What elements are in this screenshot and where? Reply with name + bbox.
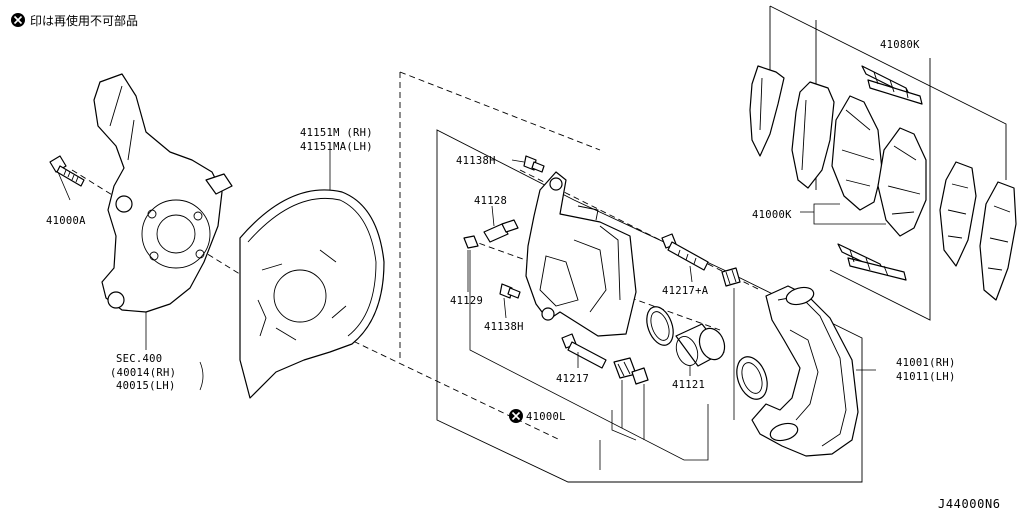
inner-shim-left xyxy=(791,81,835,189)
label-sec400-line1: SEC.400 xyxy=(116,353,162,365)
label-41129: 41129 xyxy=(450,295,483,307)
pad-clip-top xyxy=(861,65,923,105)
piston-seal xyxy=(646,306,674,346)
caliper-bracket xyxy=(751,285,876,457)
label-41080k: 41080K xyxy=(880,39,920,51)
cap-41129 xyxy=(463,235,479,292)
label-41000a: 41000A xyxy=(46,215,86,227)
bolt-41000a xyxy=(49,155,85,201)
steering-knuckle xyxy=(93,73,233,350)
bleeder-41128 xyxy=(483,205,519,243)
label-41217a: 41217+A xyxy=(662,285,709,297)
seal-kit-41000l xyxy=(469,250,709,470)
label-41000k: 41000K xyxy=(752,209,792,221)
piston-boot xyxy=(736,356,768,400)
dust-shield xyxy=(239,150,385,399)
outer-shim-left xyxy=(749,65,785,157)
bleeder-41138h-top xyxy=(511,155,545,173)
pad-clip-bottom xyxy=(837,243,907,281)
inner-shim-right xyxy=(979,181,1017,301)
label-41138h-bottom: 41138H xyxy=(484,321,524,333)
outer-shim-right xyxy=(939,161,977,267)
slide-pin-41217 xyxy=(561,333,607,369)
label-sec400-line3: 40015(LH) xyxy=(116,380,176,392)
caliper-body xyxy=(525,171,637,337)
slide-pin-41217a xyxy=(661,233,709,283)
label-41128: 41128 xyxy=(474,195,507,207)
pin-boot-41217a xyxy=(721,267,741,420)
legend-text: 印は再使用不可部品 xyxy=(30,13,138,28)
label-41000l: 41000L xyxy=(526,411,566,423)
label-41217: 41217 xyxy=(556,373,589,385)
piston-41121 xyxy=(675,323,726,376)
diagram-code: J44000N6 xyxy=(938,497,1001,511)
non-reusable-icon xyxy=(11,13,25,27)
label-41138h-top: 41138H xyxy=(456,155,496,167)
label-41011: 41011(LH) xyxy=(896,371,956,383)
brake-pad-outer xyxy=(831,95,883,211)
label-41001: 41001(RH) xyxy=(896,357,956,369)
sec400-bracket xyxy=(199,361,204,391)
bleeder-41138h-bottom xyxy=(499,283,521,319)
brake-pad-inner xyxy=(800,127,927,237)
pad-kit-frame xyxy=(769,5,1007,321)
label-41151m: 41151M (RH) xyxy=(300,127,373,139)
label-41121: 41121 xyxy=(672,379,705,391)
caliper-kit-frame xyxy=(436,129,863,483)
label-sec400-line2: (40014(RH) xyxy=(110,367,176,379)
label-41151ma: 41151MA(LH) xyxy=(300,141,373,153)
legend: 印は再使用不可部品 xyxy=(11,13,138,28)
pin-boot-41217 xyxy=(611,357,649,441)
